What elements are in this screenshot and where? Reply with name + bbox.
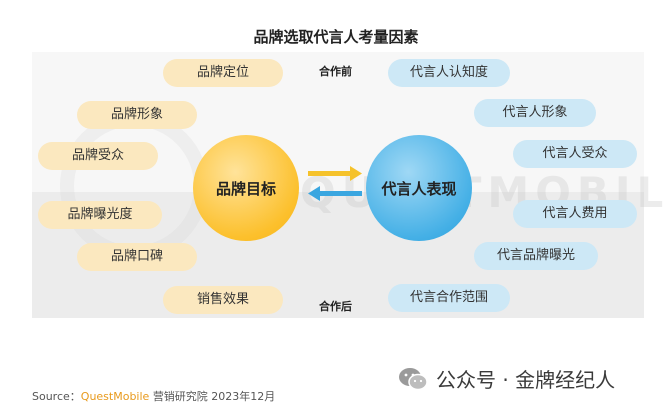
right-item-2: 代言人形象	[474, 99, 596, 127]
stage-label-before: 合作前	[319, 65, 352, 78]
source-rest: 营销研究院 2023年12月	[152, 390, 276, 403]
left-item-3: 品牌受众	[38, 142, 158, 170]
footer-watermark: 公众号 · 金牌经纪人	[398, 364, 615, 393]
right-item-4: 代言人费用	[513, 200, 637, 228]
footer-text: 公众号 · 金牌经纪人	[436, 368, 616, 392]
brand-goal-label: 品牌目标	[215, 179, 276, 198]
wechat-icon	[399, 367, 428, 390]
left-item-6: 销售效果	[163, 286, 283, 314]
diagram-title: 品牌选取代言人考量因素	[253, 28, 419, 46]
left-item-4: 品牌曝光度	[38, 201, 162, 229]
right-item-3: 代言人受众	[513, 140, 637, 168]
source-prefix: Source：	[32, 390, 81, 403]
right-item-1: 代言人认知度	[388, 59, 510, 87]
stage-label-after: 合作后	[319, 300, 352, 313]
source-line: Source：QuestMobile 营销研究院 2023年12月	[32, 388, 275, 404]
left-item-2: 品牌形象	[77, 101, 197, 129]
exchange-arrows-icon	[308, 166, 362, 201]
arrow-right-icon	[308, 166, 362, 181]
right-item-6: 代言合作范围	[388, 284, 510, 312]
endorser-performance-label: 代言人表现	[381, 179, 457, 198]
left-item-5: 品牌口碑	[77, 243, 197, 271]
watermark-logo-icon	[60, 112, 208, 260]
left-item-1: 品牌定位	[163, 59, 283, 87]
arrow-left-icon	[308, 186, 362, 201]
source-brand: QuestMobile	[80, 390, 150, 403]
right-item-5: 代言品牌曝光	[474, 242, 598, 270]
endorser-performance-circle: 代言人表现	[366, 135, 472, 241]
brand-goal-circle: 品牌目标	[193, 135, 299, 241]
